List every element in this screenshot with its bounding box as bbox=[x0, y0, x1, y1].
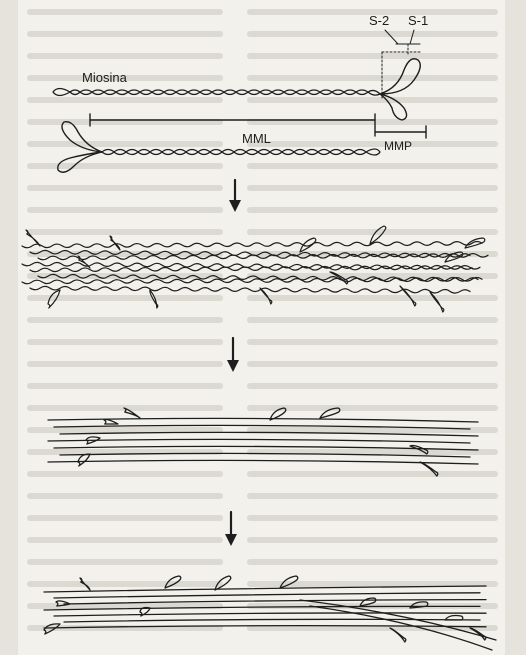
label-mmp: MMP bbox=[384, 139, 412, 153]
label-s2: S-2 bbox=[369, 13, 389, 28]
label-s1: S-1 bbox=[408, 13, 428, 28]
label-mml: MML bbox=[242, 131, 271, 146]
label-miosina: Miosina bbox=[82, 70, 128, 85]
